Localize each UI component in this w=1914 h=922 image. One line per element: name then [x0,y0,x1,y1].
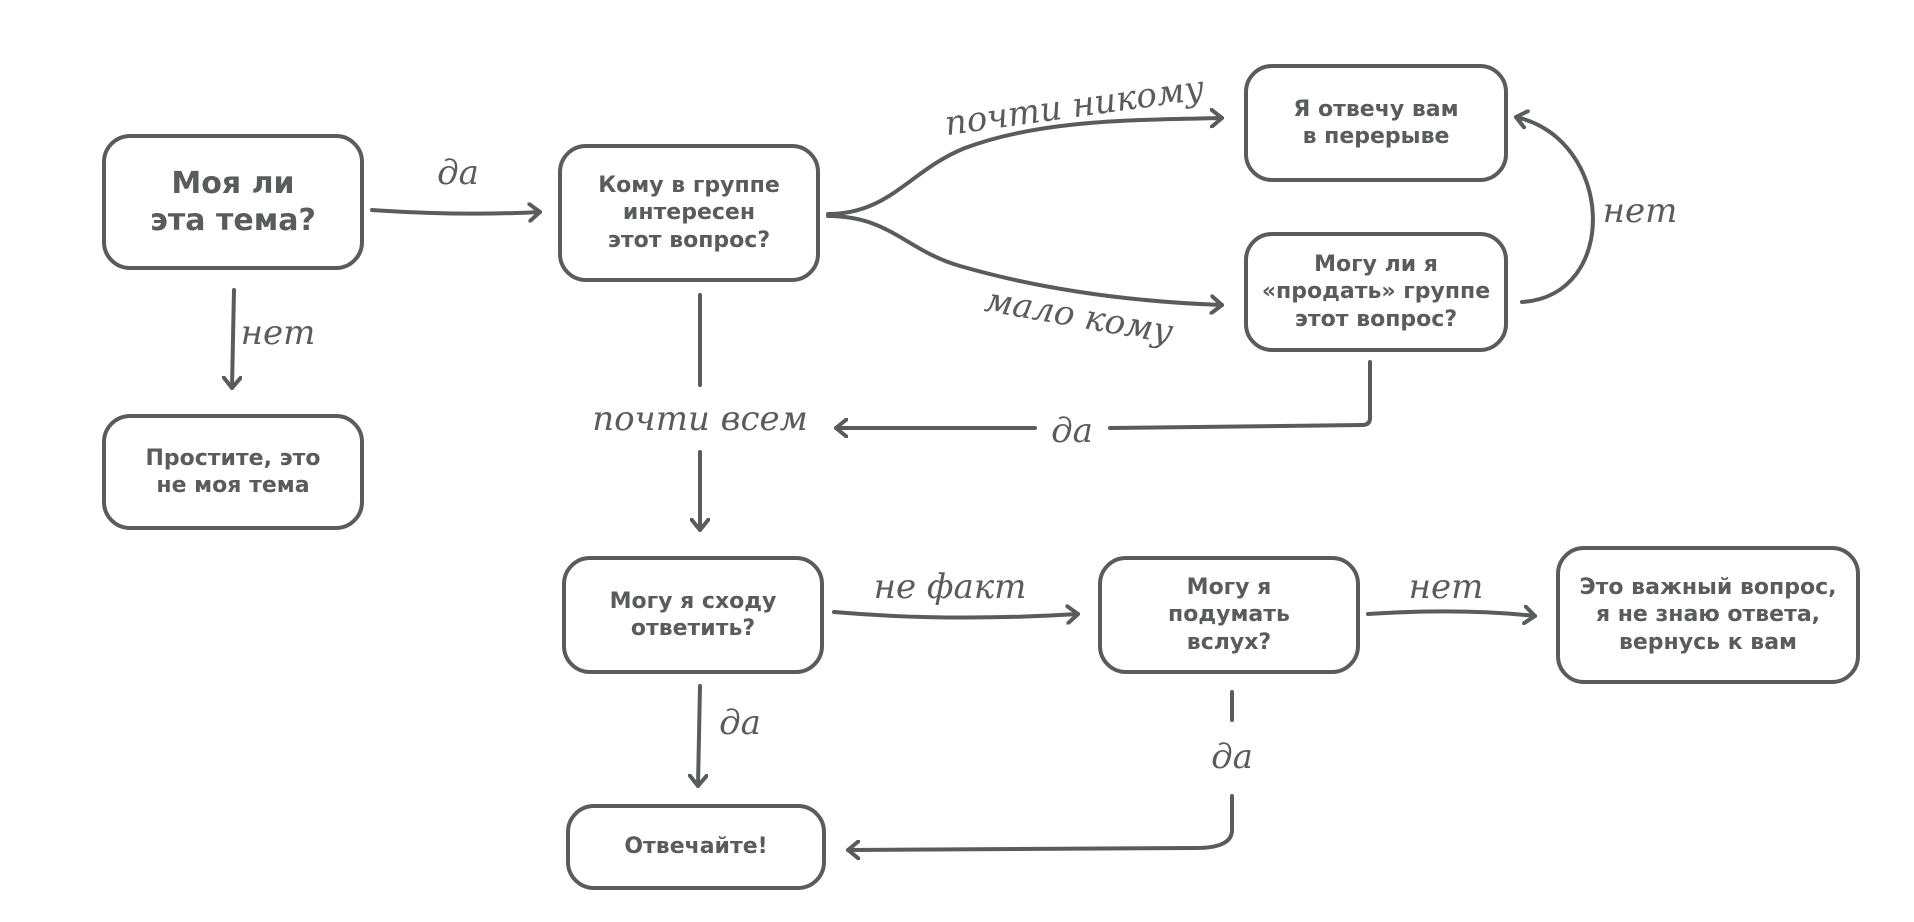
edge-not-sure [832,612,1080,618]
edge-label-no: нет [1409,567,1484,607]
edge-label-not-sure: не факт [874,567,1027,607]
edge-no-to-answer-at-break [1514,117,1595,304]
edge-yes-from-can-sell-lower [1108,360,1372,430]
edge-label-almost-everyone: почти всем [592,399,808,439]
edge-label-no: нет [241,313,316,353]
edge-label-yes: да [1051,411,1093,451]
node-think-aloud: Могу я подумать вслух? [1098,556,1360,674]
edge-label-almost-nobody: почти никому [942,68,1207,144]
node-answer: Отвечайте! [566,804,826,890]
node-answer-at-break: Я отвечу вам в перерыве [1244,64,1508,182]
edge-few-people [826,214,1224,305]
node-not-my-topic: Простите, это не моя тема [102,414,364,530]
node-who-interested: Кому в группе интересен этот вопрос? [558,144,820,282]
edge-label-yes: да [719,703,761,743]
edge-yes-to-answer [698,684,700,788]
edge-no-to-important-question [1366,611,1537,616]
edge-label-no: нет [1603,191,1678,231]
edge-yes-to-who-interested [370,210,542,214]
node-my-topic: Моя ли эта тема? [102,134,364,270]
edge-almost-nobody [826,118,1224,216]
node-answer-right-away: Могу я сходу ответить? [562,556,824,674]
edge-yes-from-think-aloud-lower [846,794,1234,850]
edge-label-yes: да [1211,737,1253,777]
node-important-question: Это важный вопрос, я не знаю ответа, вер… [1556,546,1860,684]
node-can-sell: Могу ли я «продать» группе этот вопрос? [1244,232,1508,352]
edge-no-to-not-my-topic [232,288,234,390]
edge-label-yes: да [437,153,479,193]
